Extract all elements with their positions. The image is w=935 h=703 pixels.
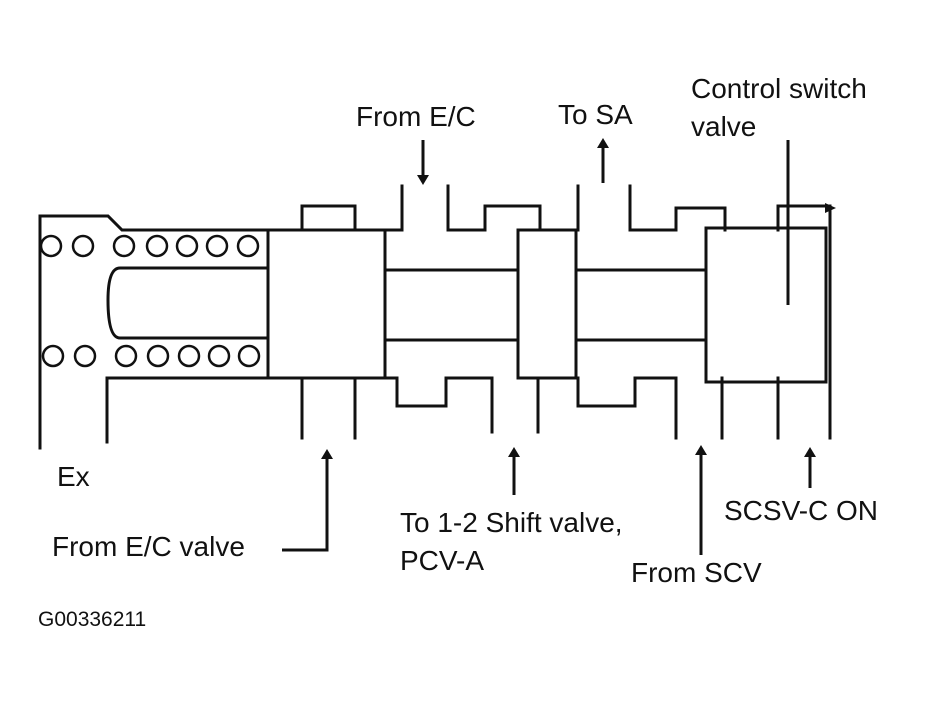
ex-label: Ex <box>57 461 90 492</box>
from-ec-valve-label: From E/C valve <box>52 531 245 562</box>
scsv-c-arrow-head-top <box>825 203 836 213</box>
spring-coils <box>39 234 261 368</box>
control-switch-valve-label-line2: valve <box>691 111 757 142</box>
housing-lower-profile <box>300 376 832 440</box>
scsv-c-on-label: SCSV-C ON <box>724 495 879 526</box>
figure-code: G00336211 <box>38 608 147 631</box>
housing-lower-left-wall <box>105 376 270 444</box>
from-ec-valve-arrow <box>282 449 333 552</box>
housing-upper-profile <box>300 184 832 232</box>
from-ec-label: From E/C <box>356 101 476 132</box>
to-shift-valve-label: To 1-2 Shift valve, <box>400 507 623 538</box>
valve-land-1 <box>266 228 387 380</box>
control-switch-valve-label: Control switch <box>691 73 867 104</box>
to-shift-valve-label-line2: PCV-A <box>400 545 485 576</box>
valve-land-2 <box>516 228 578 380</box>
spring-seat-rod <box>106 266 270 340</box>
housing-upper-left-wall <box>38 214 270 450</box>
from-scv-label: From SCV <box>631 557 762 588</box>
valve-land-3 <box>704 226 828 384</box>
to-sa-label: To SA <box>558 99 633 130</box>
